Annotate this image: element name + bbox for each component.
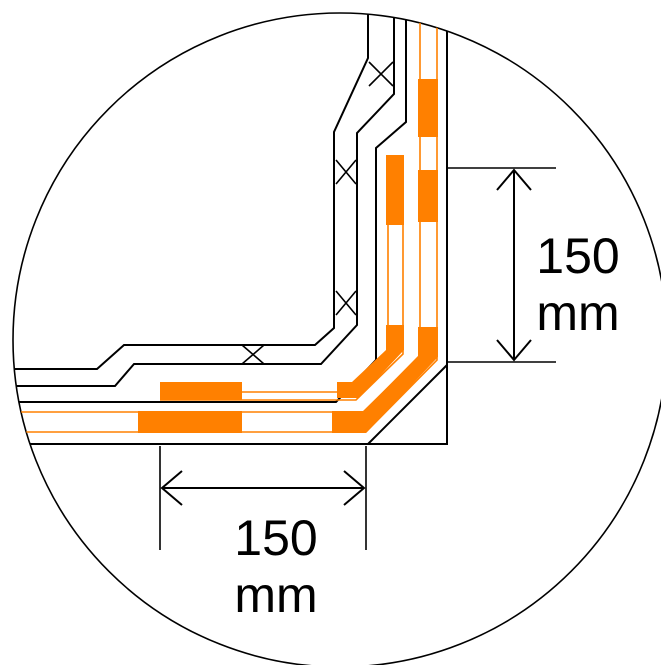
inner-tape [160,155,404,401]
board-edge-inner [13,13,369,370]
tape-segment [418,79,438,137]
vertical-dimension-value: 150 [536,228,619,284]
board-edge-outer [13,13,395,387]
inner-tape-outline [160,169,404,401]
tape-segment [386,155,404,225]
vertical-dimension-unit: mm [536,285,619,341]
wall-corner-chamfer [367,364,448,445]
arrowhead [160,470,183,506]
tape-segment [418,327,438,357]
corner-section [13,13,448,445]
tape-segment [418,170,438,222]
arrowhead [343,470,366,506]
arrowhead [496,339,532,362]
fastener-mark [335,159,357,185]
tape-segment [138,411,242,433]
horizontal-dimension-unit: mm [234,567,317,623]
vertical-dimension: 150 mm [447,167,620,363]
fastener-mark [241,344,265,365]
board-edge-outermost [13,13,407,403]
tape-segment [386,325,404,350]
tape-segment [332,357,438,433]
outer-tape [13,13,438,433]
tape-segment [337,350,404,398]
fastener-mark [335,290,357,316]
detail-circle [12,12,661,665]
wall-edge-outer [13,13,448,445]
fastener-mark [368,61,394,87]
arrowhead [496,168,532,191]
horizontal-dimension-value: 150 [234,510,317,566]
horizontal-dimension: 150 mm [159,446,367,623]
fastener-marks [241,61,394,365]
tape-segment [160,382,242,400]
